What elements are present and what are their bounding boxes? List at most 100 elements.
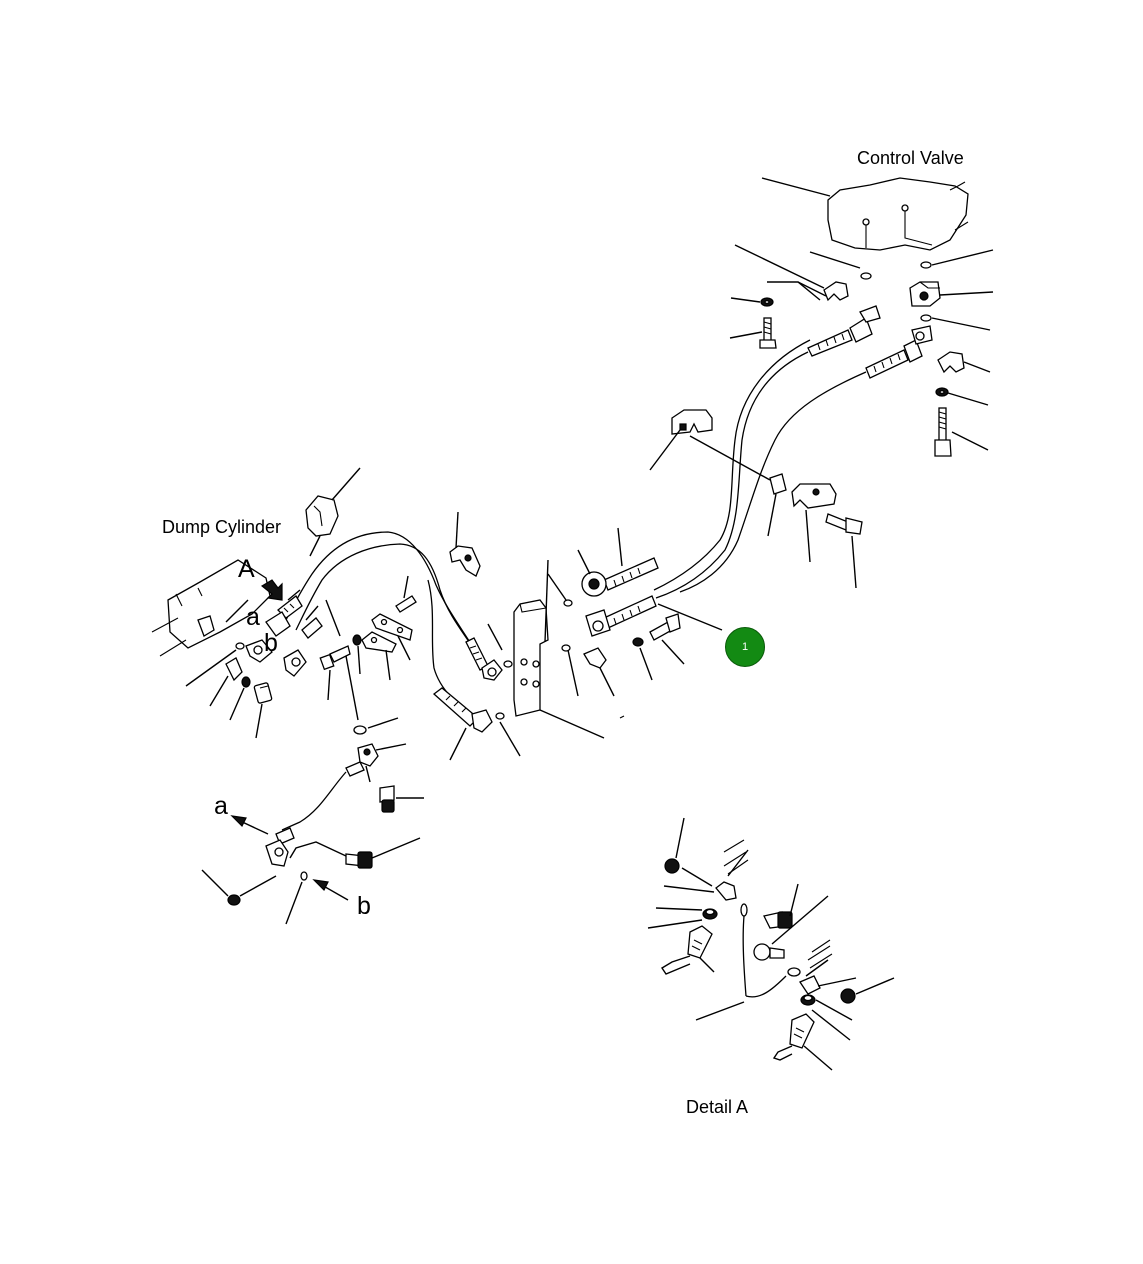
leader-line [567,649,579,697]
leader-line [963,361,991,373]
hose-fitting [865,325,933,379]
bolt [379,785,395,813]
leader-line [331,467,361,501]
arrow-a [230,815,247,828]
split-flange [937,351,965,374]
callout-marker-1[interactable]: 1 [725,627,765,667]
leader-line [617,527,623,567]
leader-line [639,647,653,681]
port-a-label-lower: a [214,792,228,820]
leader-line [931,317,991,331]
leader-line [255,703,263,739]
hose-clamp [791,483,837,509]
o-ring [563,599,573,607]
hose-fitting [432,687,493,733]
leader-line [201,869,229,897]
o-ring [920,261,932,269]
leader-line [229,687,245,721]
split-flange [823,281,849,302]
hose-clamp [671,409,713,435]
detail-a-label: Detail A [686,1097,749,1117]
leader-line [931,249,994,266]
leader-line [325,599,341,637]
cylinder-eye [305,495,339,537]
lower-fitting [265,827,295,867]
view-arrow [260,579,283,601]
bolt [345,851,373,869]
detail-a-group [647,817,895,1071]
o-ring [920,314,932,322]
port-b-label-lower: b [357,892,371,920]
bolt [649,613,681,641]
arrow-b [312,879,329,892]
leader-line [499,721,521,757]
leader-line [577,549,591,575]
callout-number: 1 [741,641,749,653]
leader-line [449,727,467,761]
leader-line [805,509,811,563]
leader-line [345,655,359,721]
split-flange [225,657,243,682]
leader-line [951,431,989,451]
elbow-fitting [583,647,607,669]
hose-fitting [585,595,657,637]
hose-lower [679,371,867,593]
mounting-bracket [513,599,549,717]
spacer [395,595,417,613]
control-valve-label: Control Valve [857,148,964,168]
leader-line [661,639,685,665]
washer [632,637,644,647]
o-ring [561,644,571,652]
leader-line [327,669,331,701]
leader-line [767,493,777,537]
hose-upper [655,351,809,599]
spacer [769,473,787,495]
bolt [934,407,952,457]
leader-line [397,635,411,661]
leader-line [761,177,831,197]
clamp-plate [361,613,413,653]
leader-line [539,709,605,739]
bolt [253,682,273,704]
hose-fitting [807,305,881,357]
cylinder-fitting [283,617,323,677]
control-valve-body [827,177,969,251]
dump-cylinder-label: Dump Cylinder [162,517,282,537]
leader-line [225,599,249,623]
leader-line [734,244,825,289]
leader-line [209,675,229,707]
leader-line [455,511,459,549]
leader-line [657,603,723,631]
port-a-label-upper: a [246,603,260,631]
hose-fitting [581,557,659,597]
leader-line [375,743,407,751]
leader-line [285,881,303,925]
port-b-label-upper: b [264,629,278,657]
dump-cylinder [151,559,271,657]
bolt [825,513,863,535]
o-ring [353,725,367,735]
leader-line [371,837,421,859]
o-ring [495,712,505,720]
bolt [759,317,777,349]
leader-line [403,575,409,599]
leader-line [851,535,857,589]
leader-line [947,392,989,406]
leader-line [547,573,567,601]
o-ring [235,642,245,650]
leader-line [809,251,861,269]
view-a-label: A [238,555,255,583]
leader-line [729,331,763,339]
flange-block [909,281,941,307]
hose-fitting [465,637,503,681]
o-ring [352,634,362,646]
leader-line [939,291,994,296]
leader-line [185,649,237,687]
leader-line [487,623,503,651]
o-ring [300,871,308,881]
washer [241,676,251,688]
o-ring [503,660,513,668]
leader-line [357,645,361,675]
bolt [319,645,351,671]
